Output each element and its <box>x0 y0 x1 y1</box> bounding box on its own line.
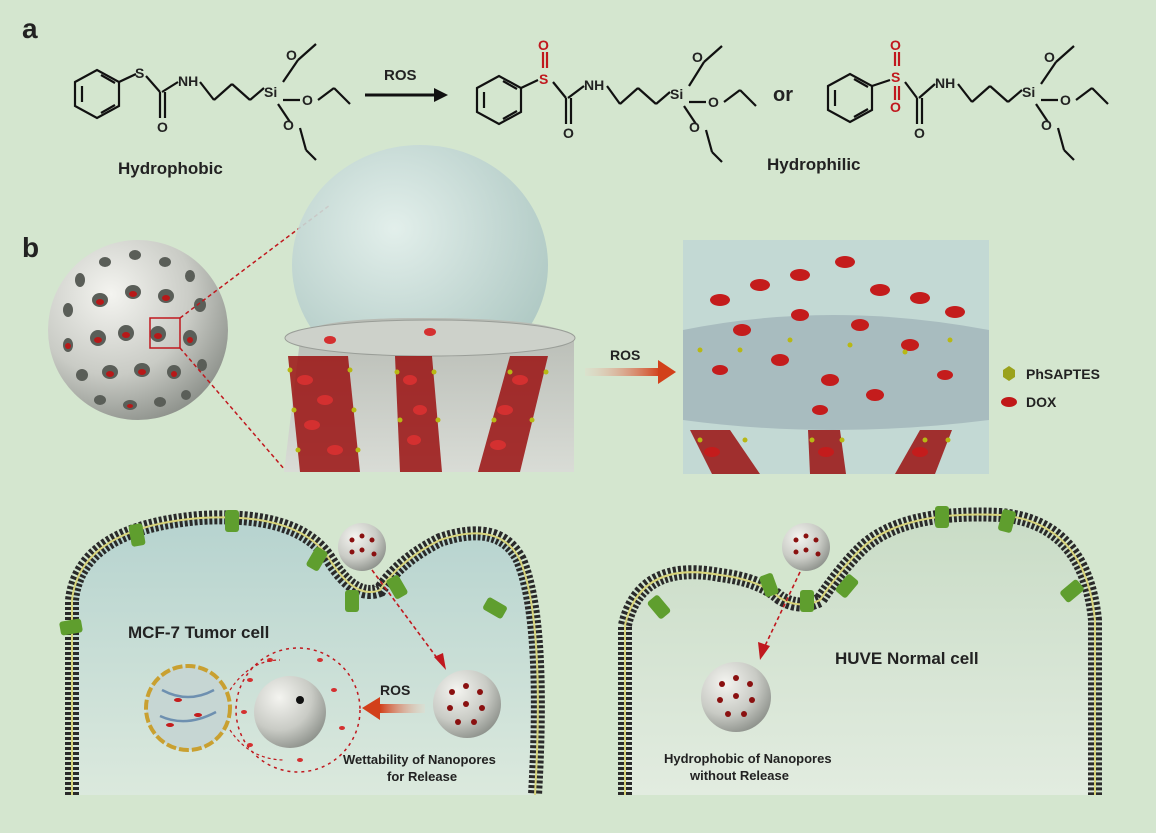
atom-o: O <box>1060 92 1071 108</box>
atom-o: O <box>283 117 294 133</box>
sulfone-oxidation <box>893 52 901 100</box>
nanoparticle-releasing <box>254 676 326 748</box>
tumor-caption-line2: for Release <box>387 769 457 784</box>
normal-caption-line1: Hydrophobic of Nanopores <box>664 751 832 766</box>
molecule-hydrophobic-atoms: S O NH Si O O O <box>135 47 313 135</box>
atom-nh: NH <box>178 73 198 89</box>
nanoparticle-entering <box>782 523 830 571</box>
reaction-arrow <box>365 88 448 102</box>
hydrophobic-label: Hydrophobic <box>118 159 223 178</box>
atom-o: O <box>286 47 297 63</box>
normal-caption-line2: without Release <box>689 768 789 783</box>
legend-phsaptes: PhSAPTES <box>1026 366 1100 382</box>
atom-o: O <box>914 125 925 141</box>
panel-label-b: b <box>22 232 39 263</box>
membrane-proteins <box>647 506 1084 619</box>
legend: PhSAPTES DOX <box>1001 366 1100 410</box>
atom-o: O <box>157 119 168 135</box>
nucleus <box>144 664 232 752</box>
tumor-cell-title: MCF-7 Tumor cell <box>128 623 269 642</box>
atom-o-red: O <box>890 37 901 53</box>
nanoparticle-large <box>48 240 228 420</box>
atom-o: O <box>1044 49 1055 65</box>
atom-o-red: O <box>890 99 901 115</box>
atom-si: Si <box>264 84 277 100</box>
ros-arrow-label: ROS <box>610 347 640 363</box>
legend-dox: DOX <box>1026 394 1057 410</box>
atom-o-red: O <box>538 37 549 53</box>
normal-cell: HUVE Normal cell Hydrophobic of Nanopore… <box>618 506 1102 795</box>
membrane-proteins <box>59 510 507 636</box>
tumor-caption-line1: Wettability of Nanopores <box>343 752 496 767</box>
molecule-sulfone-atoms: O S O O NH Si O O O <box>890 37 1071 141</box>
molecule-sulfoxide-atoms: O S O NH Si O O O <box>538 37 719 141</box>
ros-arrow <box>585 360 676 384</box>
nanopore-before-view <box>284 145 576 472</box>
normal-cell-title: HUVE Normal cell <box>835 649 979 668</box>
atom-si: Si <box>1022 84 1035 100</box>
atom-s: S <box>135 65 144 81</box>
atom-o: O <box>708 94 719 110</box>
hexagon-icon <box>1003 366 1015 381</box>
atom-nh: NH <box>935 75 955 91</box>
hydrophilic-label: Hydrophilic <box>767 155 861 174</box>
panel-label-a: a <box>22 13 38 44</box>
atom-o: O <box>1041 117 1052 133</box>
molecule-sulfoxide <box>475 45 757 163</box>
atom-o: O <box>689 119 700 135</box>
nanoparticle-entering <box>338 523 386 571</box>
atom-o: O <box>692 49 703 65</box>
sulfoxide-oxidation <box>541 52 549 68</box>
atom-o: O <box>302 92 313 108</box>
release-cloud <box>235 647 361 773</box>
tumor-ros-label: ROS <box>380 682 410 698</box>
molecule-hydrophobic <box>73 43 351 161</box>
atom-nh: NH <box>584 77 604 93</box>
red-disc-icon <box>1001 397 1017 407</box>
molecule-sulfone <box>826 45 1109 161</box>
atom-s-red: S <box>891 69 900 85</box>
reaction-arrow-label: ROS <box>384 67 417 84</box>
tumor-cell: MCF-7 Tumor cell ROS <box>59 510 545 796</box>
nanopore-after-view <box>683 240 989 474</box>
atom-o: O <box>563 125 574 141</box>
atom-si: Si <box>670 86 683 102</box>
atom-s-red: S <box>539 71 548 87</box>
or-label: or <box>773 84 793 106</box>
